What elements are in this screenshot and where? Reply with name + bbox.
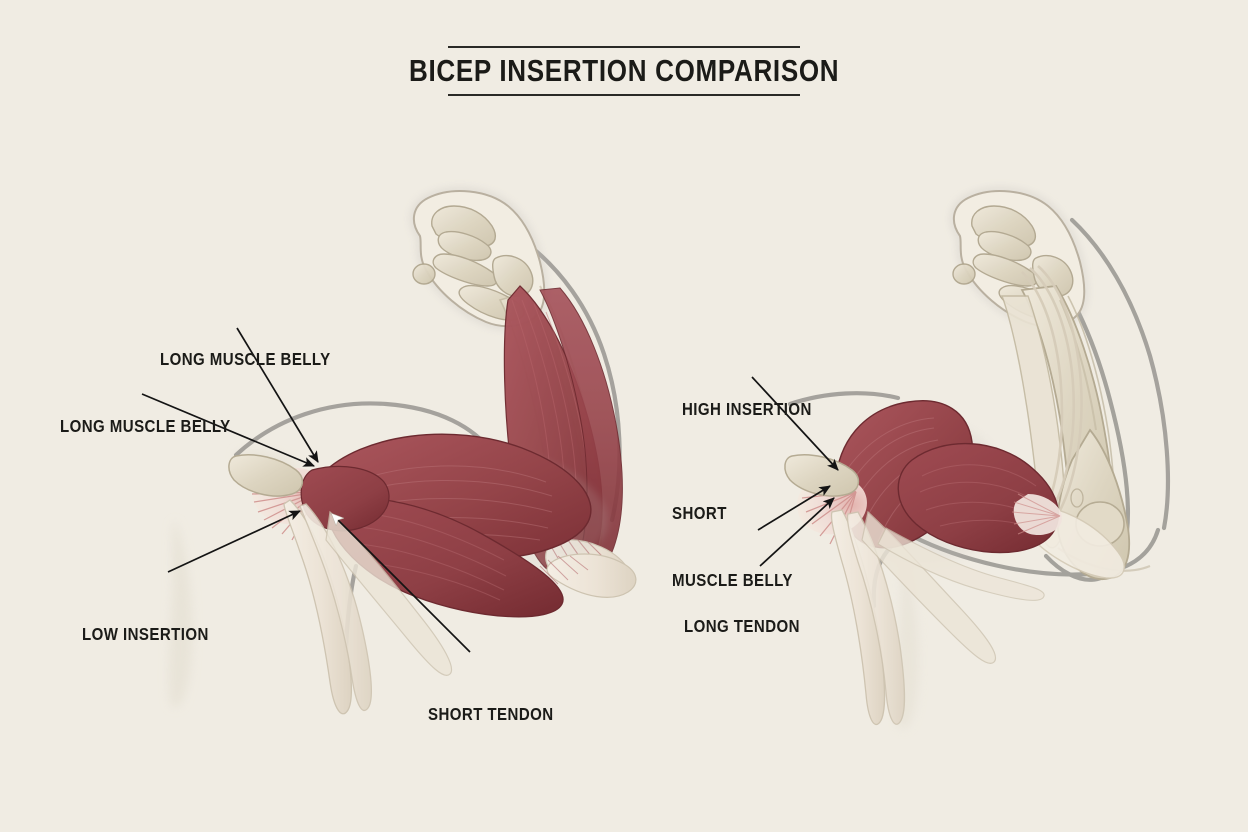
- right-proximal-bones: [784, 454, 1045, 726]
- label-right-long-tendon: LONG TENDON: [684, 615, 800, 636]
- right-bicep-belly: [834, 400, 1062, 565]
- left-proximal-bones: [228, 454, 452, 715]
- leader-right-long-tendon: [759, 497, 835, 567]
- title-rule-bottom: [448, 93, 800, 96]
- leader-left-short-tendon: [332, 514, 471, 653]
- page-title: BICEP INSERTION COMPARISON: [408, 53, 840, 88]
- label-left-short-tendon: SHORT TENDON: [428, 703, 554, 724]
- label-left-long-muscle-belly-upper: LONG MUSCLE BELLY: [160, 348, 331, 369]
- leader-right-short-muscle-belly: [757, 485, 831, 531]
- label-left-long-muscle-belly-lower: LONG MUSCLE BELLY: [60, 415, 231, 436]
- leader-lines: [141, 327, 839, 653]
- left-bicep-belly: [318, 433, 637, 618]
- label-left-low-insertion: LOW INSERTION: [82, 623, 209, 644]
- leader-left-low-insertion: [167, 510, 301, 573]
- title-rule-top: [448, 46, 800, 48]
- label-right-short-muscle-belly: SHORT MUSCLE BELLY: [672, 502, 793, 590]
- right-arm-illustration: [784, 187, 1170, 729]
- label-right-high-insertion: HIGH INSERTION: [682, 398, 812, 419]
- left-arm-illustration: [168, 187, 637, 715]
- right-long-tendon-strands: [1021, 265, 1083, 525]
- leader-right-high-insertion: [751, 376, 839, 471]
- leader-left-long-muscle-belly-upper: [236, 327, 319, 463]
- page-title-block: BICEP INSERTION COMPARISON: [0, 46, 1248, 96]
- leader-left-long-muscle-belly-lower: [141, 393, 315, 467]
